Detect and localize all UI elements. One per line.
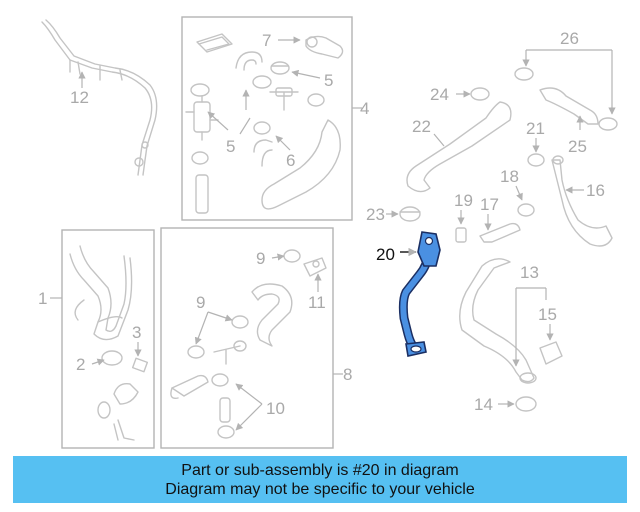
group-box-4	[181, 16, 353, 221]
banner-line-1: Part or sub-assembly is #20 in diagram	[181, 462, 459, 479]
part-16-hose[interactable]	[551, 155, 613, 247]
part-10-clamps[interactable]	[211, 373, 235, 439]
part-valve-body[interactable]	[185, 95, 219, 141]
part-21-oring[interactable]	[527, 153, 545, 167]
callout-5-right: 5	[324, 71, 333, 90]
callout-11: 11	[308, 293, 326, 312]
part-15-bracket[interactable]	[539, 341, 563, 365]
part-box8-lower-hose[interactable]	[170, 374, 209, 399]
callout-9-top: 9	[256, 249, 265, 268]
part-9-clamp-mid[interactable]	[231, 315, 249, 329]
part-18-clamp[interactable]	[517, 203, 535, 217]
callout-10: 10	[266, 399, 285, 418]
part-17-pipe[interactable]	[479, 222, 521, 243]
callout-19: 19	[454, 191, 473, 210]
callout-22: 22	[412, 117, 431, 136]
callout-8: 8	[343, 365, 352, 384]
part-14-clamp[interactable]	[515, 396, 537, 412]
callout-1: 1	[38, 289, 47, 308]
part-23-clamp[interactable]	[399, 206, 421, 222]
part-6-hose-elbow[interactable]	[253, 139, 273, 167]
part-9-clamp-top[interactable]	[283, 249, 301, 263]
part-25-small-hose[interactable]	[539, 87, 599, 125]
parts-diagram: 12 7 5 5 6	[38, 16, 618, 449]
part-12-coolant-pipe[interactable]	[41, 19, 158, 176]
part-5-clamps-left[interactable]	[190, 75, 272, 165]
part-24-clamp[interactable]	[470, 87, 490, 101]
part-2-clamp[interactable]	[101, 350, 123, 366]
part-box8-curved-hose[interactable]	[251, 283, 293, 347]
callout-6: 6	[286, 151, 295, 170]
part-19-plug[interactable]	[455, 227, 467, 243]
callout-14: 14	[474, 395, 493, 414]
callout-3: 3	[132, 323, 141, 342]
callout-18: 18	[500, 167, 519, 186]
part-4-long-hose[interactable]	[261, 119, 341, 210]
part-gasket-plate[interactable]	[196, 33, 233, 53]
part-22-hose[interactable]	[406, 101, 512, 193]
part-t-connector[interactable]	[269, 87, 325, 111]
part-1-hose-assembly[interactable]	[69, 245, 133, 341]
part-box1-small-hose[interactable]	[97, 383, 139, 441]
group-box-8	[160, 227, 334, 449]
part-box8-t-fitting[interactable]	[187, 340, 247, 365]
callout-2: 2	[76, 355, 85, 374]
part-small-u-hose[interactable]	[235, 51, 263, 71]
part-26-clamps[interactable]	[514, 67, 618, 131]
part-5-clamp-top[interactable]	[270, 61, 290, 75]
part-20-highlighted-pipe[interactable]	[398, 231, 441, 357]
info-banner: Part or sub-assembly is #20 in diagram D…	[13, 456, 627, 503]
callout-15: 15	[538, 305, 557, 324]
callout-4: 4	[360, 99, 369, 118]
callout-21: 21	[526, 119, 545, 138]
callout-17: 17	[480, 195, 499, 214]
callout-7: 7	[262, 31, 271, 50]
part-7-hose-fitting[interactable]	[305, 35, 344, 59]
part-3-bracket[interactable]	[131, 357, 149, 373]
part-short-tube[interactable]	[195, 174, 209, 214]
callout-26: 26	[560, 29, 579, 48]
part-13-hose[interactable]	[459, 258, 537, 384]
callout-13: 13	[520, 263, 539, 282]
callout-20: 20	[376, 245, 395, 264]
part-11-sensor[interactable]	[303, 257, 327, 277]
callout-24: 24	[430, 85, 449, 104]
callout-16: 16	[586, 181, 605, 200]
callout-23: 23	[366, 205, 385, 224]
callout-12: 12	[70, 88, 89, 107]
callout-9-mid: 9	[196, 293, 205, 312]
banner-line-2: Diagram may not be specific to your vehi…	[165, 481, 475, 498]
group-box-1	[61, 229, 155, 449]
callout-5-left: 5	[226, 137, 235, 156]
callout-25: 25	[568, 137, 587, 156]
